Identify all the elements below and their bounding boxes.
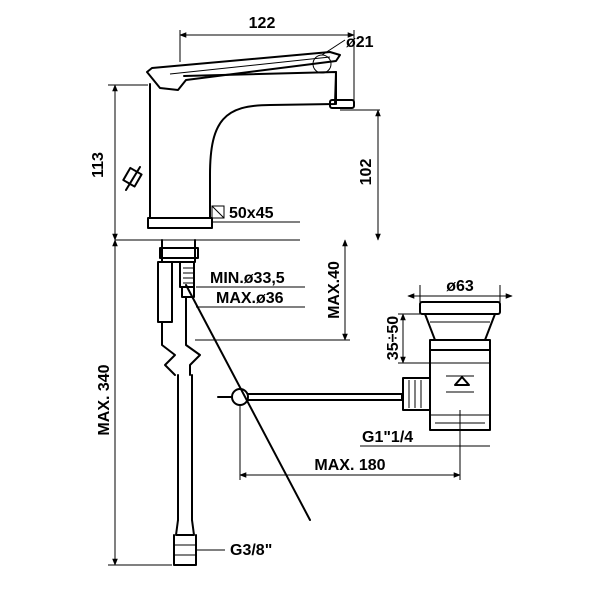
label-hose-length: MAX. 340: [96, 364, 113, 435]
label-total-height: 113: [90, 152, 107, 178]
faucet-body: [115, 51, 355, 241]
waste-valve: [402, 301, 501, 431]
lever-handle: [146, 51, 341, 91]
label-deck-max: MAX.40: [326, 261, 343, 319]
spout-outlet: [329, 99, 355, 109]
label-hole-max: MAX.ø36: [216, 290, 284, 307]
under-deck-mount: [157, 239, 201, 566]
label-spout-length: 122: [249, 15, 276, 32]
label-hole-min: MIN.ø33,5: [210, 270, 285, 287]
label-hose-thread: G3/8": [230, 542, 272, 559]
dimension-lines: [108, 30, 513, 566]
label-base-plate: 50x45: [229, 205, 274, 222]
label-spout-height: 102: [358, 159, 375, 186]
label-spout-diameter: ø21: [346, 34, 374, 51]
hose-connector: [173, 519, 197, 566]
label-waste-thread: G1"1/4: [362, 429, 413, 446]
base-plate: [147, 217, 213, 229]
label-rod-length: MAX. 180: [314, 457, 385, 474]
label-waste-height: 35÷50: [385, 316, 402, 360]
faucet-body-outline: [149, 71, 337, 219]
label-waste-diameter: ø63: [446, 278, 474, 295]
